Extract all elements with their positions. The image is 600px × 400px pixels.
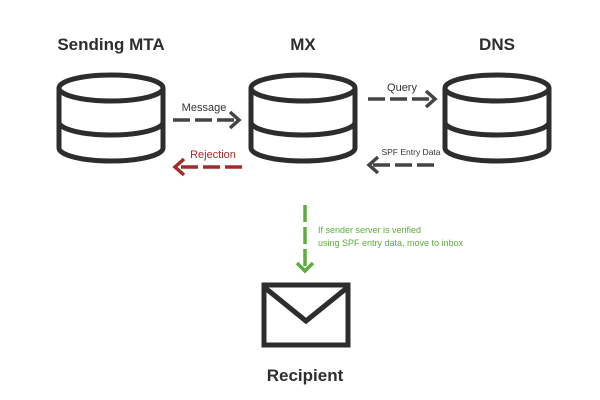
verified-arrow: [295, 205, 315, 274]
rejection-label: Rejection: [190, 149, 236, 161]
query-arrow: [368, 89, 438, 109]
message-arrow: [173, 110, 242, 130]
dns-title: DNS: [479, 35, 515, 54]
mx-database-icon: [251, 75, 355, 161]
spf-entry-data-label: SPF Entry Data: [381, 147, 440, 157]
recipient-title: Recipient: [267, 366, 344, 385]
spf-entry-data-arrow: [366, 155, 434, 175]
query-label: Query: [387, 82, 417, 94]
sending-mta-title: Sending MTA: [57, 35, 164, 54]
sending-mta-database-icon: [59, 75, 163, 161]
message-label: Message: [182, 102, 227, 114]
verified-note-line-1: If sender server is verified: [318, 225, 421, 235]
mx-title: MX: [290, 35, 316, 54]
rejection-arrow: [172, 157, 242, 177]
verified-note-line-2: using SPF entry data, move to inbox: [318, 238, 464, 248]
dns-database-icon: [445, 75, 549, 161]
recipient-envelope-icon: [261, 282, 351, 348]
